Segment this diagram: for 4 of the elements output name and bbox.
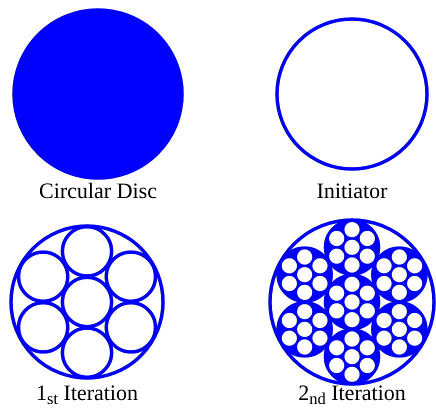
node-label: 2$_{nd}$ Iteration <box>298 382 406 404</box>
node-label: 1$_{st}$ Iteration <box>36 382 138 404</box>
node-label: Initiator <box>316 180 388 202</box>
node-label: Circular Disc <box>39 180 157 202</box>
